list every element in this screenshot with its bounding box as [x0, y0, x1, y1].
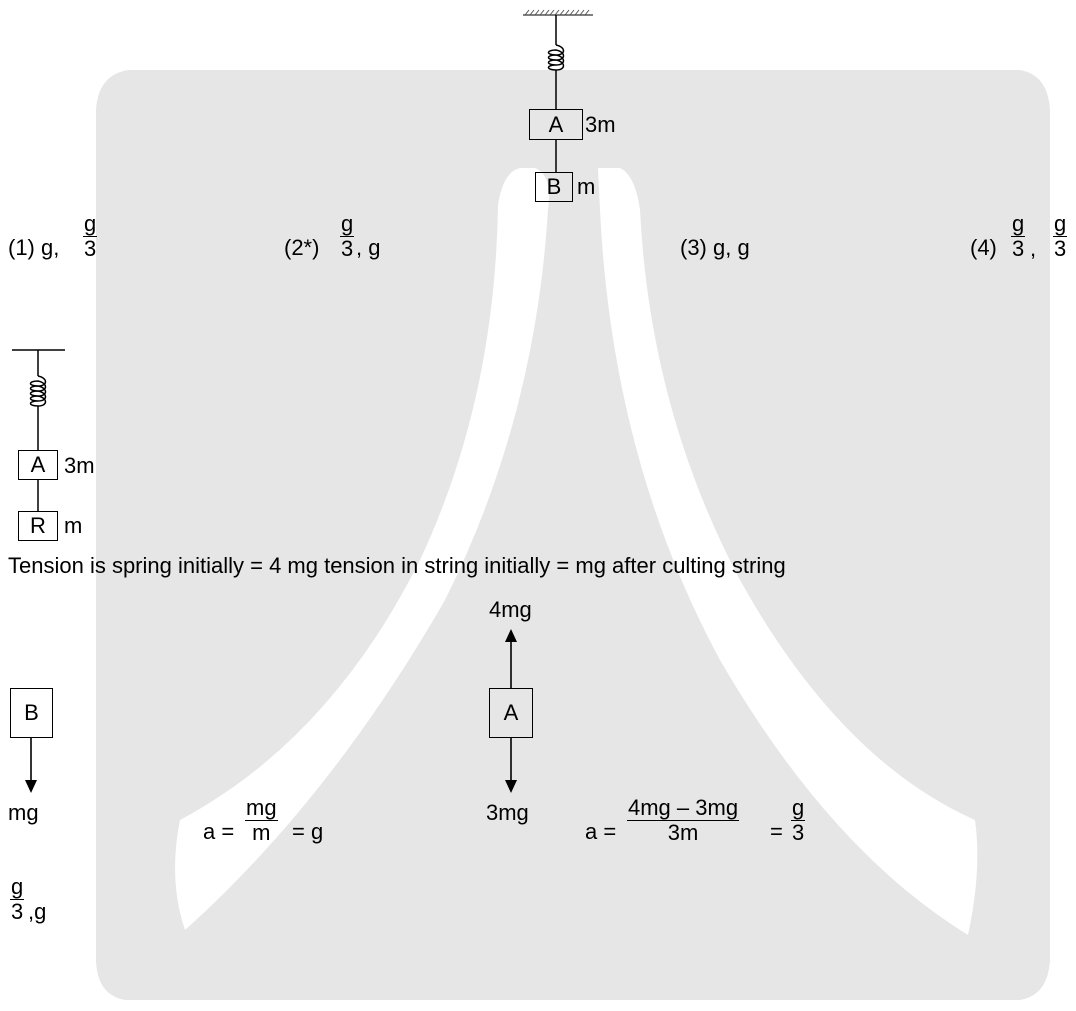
- option-2-den: 3: [341, 236, 354, 261]
- option-4-num-2: g: [1053, 211, 1068, 237]
- fbd-b-force-label: mg: [8, 800, 39, 825]
- fbd-block-b-label: B: [24, 700, 39, 725]
- left-mass-b: m: [64, 513, 83, 538]
- eq-a-den: 3m: [667, 820, 699, 845]
- eq-a-num-2: g: [791, 795, 806, 821]
- left-spring: [12, 349, 65, 511]
- eq-a-lhs: a =: [585, 819, 617, 844]
- fbd-a-force-up: 4mg: [489, 597, 532, 622]
- option-1-den: 3: [84, 236, 97, 261]
- fbd-a-arrow-up: [505, 629, 517, 688]
- option-4-comma: ,: [1030, 236, 1037, 261]
- top-block-a: A: [529, 109, 583, 140]
- option-2-suffix: , g: [356, 235, 381, 260]
- fbd-a-arrow-down: [505, 738, 517, 793]
- option-2-num: g: [340, 211, 355, 237]
- eq-a-fraction-2: g 3: [791, 795, 806, 845]
- top-block-b: B: [535, 172, 573, 202]
- eq-b-num: mg: [245, 795, 278, 821]
- eq-b-lhs: a =: [203, 819, 235, 844]
- fbd-b-arrow-down: [25, 738, 37, 793]
- option-4-den-2: 3: [1054, 236, 1067, 261]
- option-4-fraction-2: g 3: [1053, 211, 1068, 261]
- watermark-right-band: [598, 168, 978, 935]
- eq-b-rhs: = g: [292, 819, 324, 844]
- option-2-prefix: (2*): [284, 235, 320, 260]
- option-1-prefix: (1) g,: [8, 235, 60, 260]
- option-4-fraction-1: g 3: [1011, 211, 1026, 261]
- left-block-a-label: A: [30, 452, 46, 477]
- fbd-a-force-down: 3mg: [486, 800, 529, 825]
- eq-a-num: 4mg – 3mg: [627, 795, 740, 821]
- answer-suffix: ,g: [28, 899, 47, 924]
- option-1-fraction: g 3: [83, 211, 98, 261]
- fbd-block-a-label: A: [503, 700, 519, 725]
- top-block-b-label: B: [546, 174, 562, 199]
- option-4-den-1: 3: [1012, 236, 1025, 261]
- fbd-block-b: B: [10, 688, 53, 738]
- option-4-num-1: g: [1011, 211, 1026, 237]
- top-mass-a: 3m: [585, 112, 616, 137]
- left-block-b: R: [18, 511, 58, 541]
- left-mass-a: 3m: [64, 453, 95, 478]
- top-block-a-label: A: [548, 112, 564, 137]
- option-2-fraction: g 3: [340, 211, 355, 261]
- answer-den: 3: [11, 899, 24, 924]
- eq-b-den: m: [252, 820, 271, 845]
- eq-a-mid: =: [770, 819, 783, 844]
- ceiling-hatch: [523, 9, 593, 16]
- option-1-num: g: [83, 211, 98, 237]
- eq-a-den-2: 3: [792, 820, 805, 845]
- fbd-block-a: A: [489, 688, 533, 738]
- left-block-b-label: R: [30, 513, 46, 538]
- top-spring: [547, 15, 565, 172]
- eq-b-fraction: mg m: [245, 796, 278, 845]
- eq-a-fraction: 4mg – 3mg 3m: [627, 795, 740, 845]
- option-4-prefix: (4): [970, 235, 997, 260]
- answer-fraction: g 3: [10, 874, 25, 924]
- top-mass-b: m: [577, 174, 596, 199]
- answer-num: g: [10, 874, 25, 900]
- watermark-left-band: [175, 168, 550, 930]
- tension-statement: Tension is spring initially = 4 mg tensi…: [8, 553, 786, 578]
- option-3: (3) g, g: [680, 235, 750, 260]
- left-block-a: A: [18, 450, 58, 480]
